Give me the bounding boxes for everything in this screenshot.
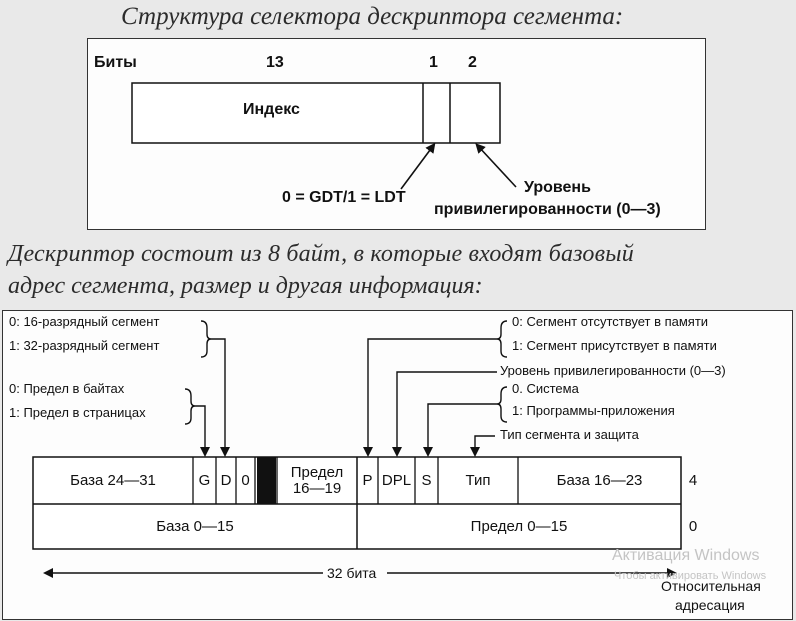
d-bit-brace xyxy=(200,320,212,358)
d-bit-option-0: 0: 16-разрядный сегмент xyxy=(9,314,160,329)
paragraph-line-1: Дескриптор состоит из 8 байт, в которые … xyxy=(8,241,634,267)
width-label: 32 бита xyxy=(327,565,377,581)
cell-limit-0-15: Предел 0—15 xyxy=(470,517,568,535)
descriptor-diagram-lines xyxy=(32,320,682,578)
cell-p: P xyxy=(362,471,373,489)
lower-row-offset: 0 xyxy=(688,517,698,535)
upper-row-offset: 4 xyxy=(688,471,698,489)
selector-register xyxy=(131,82,501,144)
p-bit-option-1: 1: Сегмент присутствует в памяти xyxy=(512,338,717,353)
s-bit-option-1: 1: Программы-приложения xyxy=(512,403,675,418)
paragraph-line-2: адрес сегмента, размер и другая информац… xyxy=(8,273,483,299)
g-bit-option-1: 1: Предел в страницах xyxy=(9,405,146,420)
index-field-label: Индекс xyxy=(243,101,300,118)
descriptor-figure: 0: 16-разрядный сегмент 1: 32-разрядный … xyxy=(2,310,793,620)
ti-label: 0 = GDT/1 = LDT xyxy=(282,189,406,206)
bits-label: Биты xyxy=(94,54,137,71)
cell-zero: 0 xyxy=(241,471,250,489)
bits-13: 13 xyxy=(266,54,284,71)
rpl-label-line2: привилегированности (0—3) xyxy=(434,201,661,218)
activation-watermark-subtitle: Чтобы активировать Windows xyxy=(614,570,767,582)
cell-type: Тип xyxy=(465,471,491,489)
selector-figure: Биты 13 1 2 Индекс 0 = GDT/1 = LDT Урове… xyxy=(87,38,706,230)
d-bit-leader xyxy=(211,338,230,457)
cell-g: G xyxy=(198,471,211,489)
s-bit-option-0: 0. Система xyxy=(512,381,579,396)
p-bit-brace xyxy=(496,320,508,358)
selector-heading: Структура селектора дескриптора сегмента… xyxy=(121,3,624,30)
rpl-arrow xyxy=(475,143,517,188)
cell-limit-16-19: Предел 16—19 xyxy=(277,457,357,504)
cell-dpl: DPL xyxy=(381,471,412,489)
ti-arrow xyxy=(400,142,436,190)
selector-diagram-lines xyxy=(131,82,517,190)
p-bit-option-0: 0: Сегмент отсутствует в памяти xyxy=(512,314,709,329)
dpl-leader xyxy=(392,371,497,457)
limit-16-19-line2: 16—19 xyxy=(292,479,342,497)
g-bit-brace xyxy=(184,388,196,425)
cell-base-24-31: База 24—31 xyxy=(70,471,156,489)
relative-label-line2: адресация xyxy=(675,597,745,613)
relative-label-line1: Относительная xyxy=(661,578,761,594)
s-bit-leader xyxy=(423,403,497,457)
type-description: Тип сегмента и защита xyxy=(500,427,639,442)
p-bit-leader xyxy=(363,338,497,457)
activation-watermark-title: Активация Windows xyxy=(612,547,760,564)
cell-s: S xyxy=(421,471,432,489)
type-leader xyxy=(470,435,495,457)
cell-base-16-23: База 16—23 xyxy=(556,471,643,489)
available-bit-cell xyxy=(257,457,276,504)
g-bit-option-0: 0: Предел в байтах xyxy=(9,381,125,396)
d-bit-option-1: 1: 32-разрядный сегмент xyxy=(9,338,160,353)
s-bit-brace xyxy=(496,386,508,423)
cell-d: D xyxy=(220,471,232,489)
rpl-label-line1: Уровень xyxy=(524,179,591,196)
g-bit-leader xyxy=(195,405,210,457)
limit-16-19-line1: Предел xyxy=(290,463,344,481)
cell-base-0-15: База 0—15 xyxy=(156,517,234,535)
bits-2: 2 xyxy=(468,54,477,71)
dpl-description: Уровень привилегированности (0—3) xyxy=(500,363,726,378)
bits-1: 1 xyxy=(429,54,438,71)
